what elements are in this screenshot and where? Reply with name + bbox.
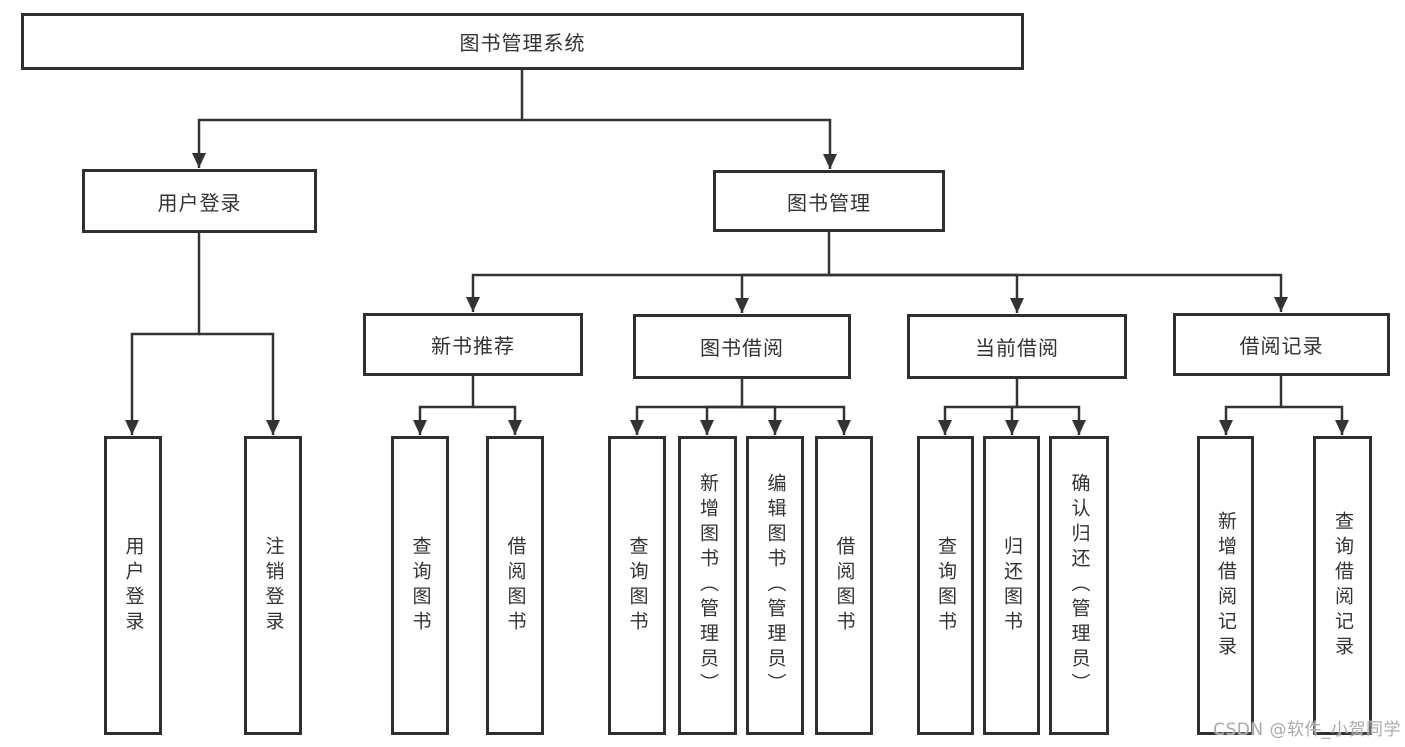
leaf-edit-book-admin-label: 编辑图书（管理员） [764, 473, 787, 698]
leaf-borrow-book: 借阅图书 [815, 436, 873, 735]
leaf-query-books-current-label: 查询图书 [935, 535, 957, 636]
node-borrowing-records-label: 借阅记录 [1239, 334, 1324, 358]
node-current-borrowing-label: 当前借阅 [975, 336, 1059, 360]
node-borrowing-records: 借阅记录 [1173, 313, 1390, 376]
leaf-add-book-admin-label: 新增图书（管理员） [697, 473, 719, 698]
leaf-query-borrow-record: 查询借阅记录 [1313, 436, 1372, 735]
leaf-user-login-label: 用户登录 [122, 535, 145, 636]
leaf-logout-label: 注销登录 [262, 535, 285, 636]
csdn-watermark: CSDN @软件_小贺同学 [1213, 720, 1401, 740]
leaf-borrow-books-recommend-label: 借阅图书 [504, 535, 527, 636]
leaf-return-book: 归还图书 [983, 436, 1040, 735]
leaf-borrow-books-recommend: 借阅图书 [486, 436, 544, 735]
leaf-query-books-recommend: 查询图书 [391, 436, 449, 735]
leaf-add-book-admin: 新增图书（管理员） [678, 436, 737, 735]
leaf-edit-book-admin: 编辑图书（管理员） [746, 436, 804, 735]
node-book-management: 图书管理 [713, 170, 945, 232]
leaf-query-books-recommend-label: 查询图书 [409, 535, 432, 636]
leaf-query-books-borrowing: 查询图书 [608, 436, 666, 735]
node-root-label: 图书管理系统 [459, 31, 586, 55]
leaf-confirm-return-admin: 确认归还（管理员） [1049, 436, 1109, 735]
node-user-login-label: 用户登录 [157, 190, 242, 215]
leaf-confirm-return-admin-label: 确认归还（管理员） [1068, 473, 1091, 698]
leaf-query-borrow-record-label: 查询借阅记录 [1332, 510, 1354, 661]
node-book-borrowing-label: 图书借阅 [700, 336, 784, 360]
leaf-user-login: 用户登录 [104, 436, 162, 735]
node-new-book-recommend-label: 新书推荐 [431, 334, 515, 358]
node-root-system: 图书管理系统 [21, 13, 1024, 70]
leaf-query-books-current: 查询图书 [917, 436, 974, 735]
node-new-book-recommend: 新书推荐 [363, 313, 583, 376]
node-book-borrowing: 图书借阅 [633, 314, 851, 379]
node-book-management-label: 图书管理 [787, 190, 871, 215]
leaf-borrow-book-label: 借阅图书 [833, 535, 856, 636]
leaf-add-borrow-record-label: 新增借阅记录 [1215, 510, 1237, 661]
leaf-query-books-borrowing-label: 查询图书 [626, 535, 649, 636]
leaf-add-borrow-record: 新增借阅记录 [1197, 436, 1254, 735]
leaf-return-book-label: 归还图书 [1001, 535, 1023, 636]
node-current-borrowing: 当前借阅 [907, 314, 1127, 379]
leaf-logout: 注销登录 [244, 436, 302, 735]
node-user-login: 用户登录 [82, 169, 317, 233]
